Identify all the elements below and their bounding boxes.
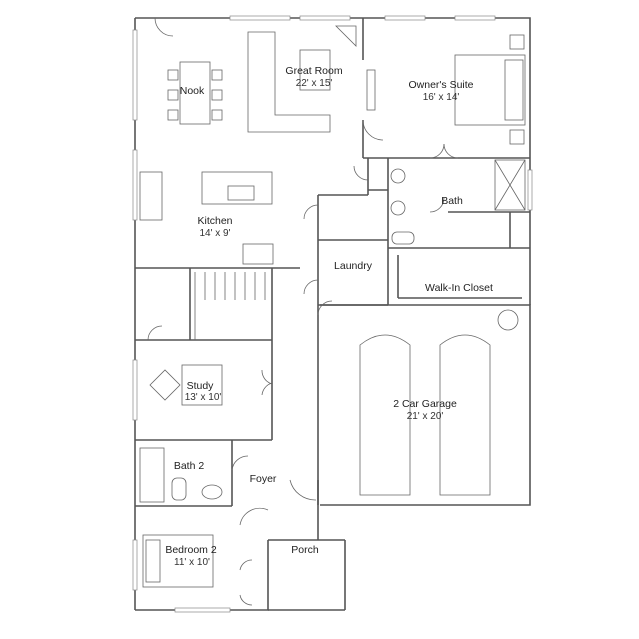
walk-in-closet-label: Walk-In Closet [425, 282, 493, 294]
laundry-label: Laundry [334, 260, 373, 272]
bath2-label: Bath 2 [174, 460, 205, 472]
doors [147, 17, 459, 606]
great-room-label: Great Room [285, 65, 342, 77]
garage-label: 2 Car Garage [393, 398, 457, 410]
kitchen-label: Kitchen [197, 215, 232, 227]
interior-walls [135, 18, 530, 611]
garage-dims: 21' x 20' [407, 411, 444, 422]
owners-suite-label: Owner's Suite [408, 79, 473, 91]
owners-suite-dims: 16' x 14' [423, 92, 460, 103]
foyer-label: Foyer [250, 473, 277, 485]
fixtures [139, 25, 526, 588]
porch-label: Porch [291, 544, 319, 556]
nook-label: Nook [180, 85, 205, 97]
study-dims: 13' x 10' [185, 392, 222, 403]
windows [132, 15, 533, 613]
bedroom2-dims: 11' x 10' [174, 557, 210, 568]
study-label: Study [187, 380, 215, 392]
bedroom2-label: Bedroom 2 [165, 544, 217, 556]
kitchen-dims: 14' x 9' [199, 228, 230, 239]
bath-label: Bath [441, 195, 463, 207]
room-labels: Nook Great Room 22' x 15' Owner's Suite … [165, 65, 493, 568]
great-room-dims: 22' x 15' [296, 78, 333, 89]
